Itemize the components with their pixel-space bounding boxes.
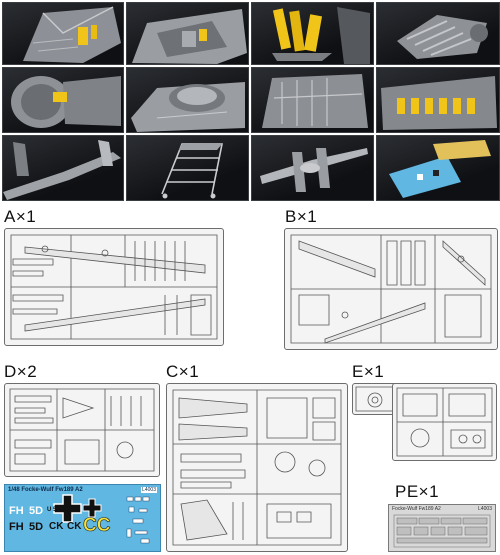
thumbnail-tail-booms (2, 135, 124, 201)
balkenkreuz-marking-small (82, 498, 102, 518)
pe-title: Focke-Wulf Fw189 A2 (392, 506, 441, 512)
decal-code-5d: 5D (29, 505, 44, 517)
thumbnail-cockpit-frame (251, 67, 374, 133)
decal-number: L4003 (141, 487, 157, 493)
decal-code-fh-2: FH (9, 521, 24, 533)
sprue-e-main (392, 383, 497, 461)
sprue-d (4, 383, 160, 477)
detail-thumbnail-grid (0, 0, 500, 202)
sprue-a (4, 228, 224, 346)
thumbnail-engine (376, 2, 500, 65)
sprue-b-label: B×1 (285, 207, 318, 226)
sprue-pe-label: PE×1 (395, 482, 440, 501)
sprue-c-label: C×1 (166, 362, 200, 381)
thumbnail-cockpit-detail (2, 2, 124, 65)
decal-code-fh: FH (9, 505, 24, 517)
sprue-d-label: D×2 (4, 362, 38, 381)
thumbnail-complete-aircraft (251, 135, 374, 201)
sprue-c (166, 383, 348, 552)
thumbnail-boarding-ladder (126, 135, 249, 201)
decal-code-cc: CC (83, 515, 111, 537)
decal-title: 1/48 Focke-Wulf Fw189 A2 (8, 487, 83, 493)
thumbnail-engine-cylinders (376, 67, 500, 133)
pe-number: L4003 (478, 506, 492, 512)
photo-etch-sheet: Focke-Wulf Fw189 A2 L4003 (388, 504, 496, 552)
decal-code-ck-1: CK (49, 521, 64, 532)
balkenkreuz-marking (53, 494, 82, 523)
sprue-e-label: E×1 (352, 362, 385, 381)
sprue-b (284, 228, 498, 350)
decal-code-ck-2: CK (67, 521, 82, 532)
thumbnail-nose-gear-bay (2, 67, 124, 133)
sprue-a-label: A×1 (4, 207, 37, 226)
thumbnail-rear-turret (126, 67, 249, 133)
decal-code-u5d: U 5D (47, 507, 61, 513)
decal-code-5d-2: 5D (29, 521, 44, 533)
decal-sheet: 1/48 Focke-Wulf Fw189 A2 L4003 FH 5D U 5… (4, 484, 161, 552)
thumbnail-decal-and-pe (376, 135, 500, 201)
thumbnail-pilot-seats (251, 2, 374, 65)
thumbnail-cockpit-interior (126, 2, 249, 65)
